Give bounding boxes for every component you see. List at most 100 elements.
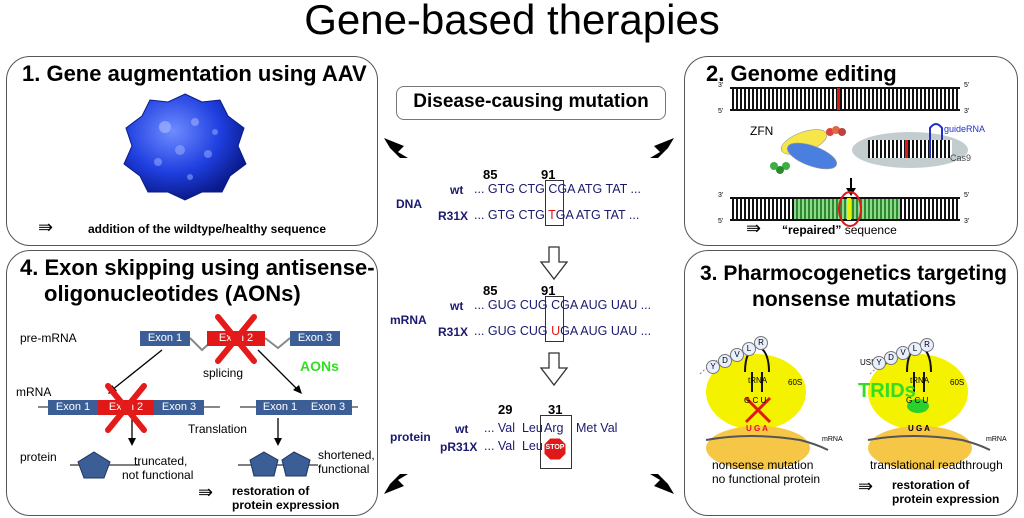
dna-pos91: 91: [541, 167, 556, 182]
panel3-title-line2: nonsense mutations: [752, 288, 957, 311]
dna-mut-label: R31X: [438, 209, 469, 223]
panel3-restore-line1: restoration of: [892, 478, 970, 492]
dna-mut-sequence: ... GTG CTG TGA ATG TAT ...: [474, 208, 639, 222]
protein-block-label: protein: [390, 430, 431, 444]
right-mrna-label: mRNA: [986, 436, 1007, 443]
mrna-mut-pre: ... GUG CUG: [474, 324, 552, 338]
shortened-protein-icon: [249, 451, 311, 477]
panel4-restore-line2: protein expression: [232, 498, 340, 512]
strand-bottom-left-5: 5': [718, 218, 724, 225]
pre-mrna-exon1: Exon 1: [140, 331, 190, 346]
aav-capsid-icon: [123, 93, 247, 201]
dna-mut-post: ATG TAT ...: [573, 208, 640, 222]
left-60s-label: 60S: [788, 378, 803, 387]
left-trna-label: tRNA: [748, 376, 768, 385]
cas9-label: Cas9: [950, 153, 972, 163]
mrna-right-exon3: Exon 3: [304, 400, 352, 415]
mrna-pos85: 85: [483, 283, 498, 298]
dna-wt-label: wt: [450, 183, 464, 197]
strand-top-right-5: 5': [964, 82, 970, 89]
panel2-arrow-icon: ⇛: [746, 218, 762, 238]
right-60s-label: 60S: [950, 378, 965, 387]
dna-mut-pre: ... GTG CTG: [474, 208, 549, 222]
truncated-text-line2: not functional: [122, 468, 194, 482]
protein-wt-codon: Arg: [544, 421, 564, 435]
dna-mut-codon-rest: GA: [555, 208, 574, 222]
pre-mrna-label: pre-mRNA: [20, 331, 77, 345]
protein-pos29: 29: [498, 402, 513, 417]
panel1-arrow-icon: ⇛: [38, 217, 54, 237]
aon-block-x-icon: [105, 383, 147, 433]
left-mrna-label: mRNA: [822, 436, 843, 443]
repaired-rest: sequence: [841, 223, 897, 237]
panel4-arrow-icon: ⇛: [198, 482, 214, 502]
repaired-caption: “repaired” sequence: [782, 223, 897, 237]
shortened-text-line2: functional: [318, 462, 370, 476]
aa-bead: V: [730, 348, 744, 362]
dna-wt-codon-base: C: [548, 182, 558, 196]
down-arrow-icon: [539, 246, 569, 281]
protein-wt-post: Met Val: [576, 421, 618, 435]
mrna-wt-sequence: ... GUG CUG CGA AUG UAU ...: [474, 298, 651, 312]
mrna-pos91: 91: [541, 283, 556, 298]
panel4-restore-line1: restoration of: [232, 484, 310, 498]
nonsense-caption-line2: no functional protein: [712, 472, 821, 486]
dna-wt-codon-rest: GA: [557, 182, 575, 196]
aa-bead: L: [742, 342, 756, 356]
aa-chain-left: Y D V L R: [706, 336, 786, 376]
truncated-protein-icon: [77, 451, 111, 479]
splicing-label: splicing: [203, 366, 244, 380]
aa-bead: R: [754, 336, 768, 350]
right-trna-label: tRNA: [910, 376, 930, 385]
translation-label: Translation: [188, 422, 247, 436]
left-anticodon: G C U: [744, 396, 767, 405]
strand-bottom-left-3: 3': [718, 192, 724, 199]
dna-wt-pre: ... GTG CTG: [474, 182, 549, 196]
strand-top-left-5: 5': [718, 108, 724, 115]
panel4-title-line1: 4. Exon skipping using antisense-: [20, 255, 375, 280]
mrna-left-exon1: Exon 1: [48, 400, 98, 415]
aa-bead: D: [718, 354, 732, 368]
panel-exon-skipping: [6, 250, 378, 516]
page-title: Gene-based therapies: [304, 0, 720, 43]
protein-label: protein: [20, 450, 57, 464]
pre-mrna-exon3: Exon 3: [290, 331, 340, 346]
mrna-mut-label: R31X: [438, 325, 469, 339]
mrna-wt-post: AUG UAU ...: [577, 298, 652, 312]
panel4-title-line2: oligonucleotides (AONs): [44, 281, 301, 306]
stop-sign-label: STOP: [545, 444, 565, 451]
protein-pos31: 31: [548, 402, 563, 417]
right-anticodon: G C U: [906, 396, 929, 405]
dna-wt-post: ATG TAT ...: [574, 182, 641, 196]
mrna-mut-codon-base: U: [551, 324, 561, 338]
mrna-mut-codon-rest: GA: [560, 324, 578, 338]
mrna-block-label: mRNA: [390, 313, 427, 327]
aa-bead: Y: [706, 360, 720, 374]
guiderna-label: guideRNA: [944, 124, 986, 134]
trids-label: TRIDs: [858, 380, 916, 402]
dna-codon-box: [545, 180, 564, 226]
strand-top-left-3: 3': [718, 82, 724, 89]
truncated-text-line1: truncated,: [134, 454, 188, 468]
mrna-wt-label: wt: [450, 299, 464, 313]
panel1-note: addition of the wildtype/healthy sequenc…: [88, 222, 327, 236]
aon-block-x-icon: [215, 314, 257, 364]
panel3-arrow-icon: ⇛: [858, 476, 874, 496]
left-codon: U G A: [746, 424, 768, 433]
protein-mut-label: pR31X: [440, 440, 478, 454]
mrna-mut-sequence: ... GUG CUG UGA AUG UAU ...: [474, 324, 651, 338]
mrna-wt-pre: ... GUG CUG: [474, 298, 552, 312]
aa-bead: D: [884, 351, 898, 365]
dna-pos85: 85: [483, 167, 498, 182]
strand-top-right-3: 3': [964, 108, 970, 115]
mutation-heading: Disease-causing mutation: [413, 91, 649, 112]
protein-wt-label: wt: [455, 422, 469, 436]
protein-codon-box: [540, 415, 572, 469]
mrna-wt-codon-rest: GA: [560, 298, 578, 312]
strand-bottom-right-3: 3': [964, 218, 970, 225]
mutation-heading-box: [396, 86, 666, 120]
mrna-mut-post: AUG UAU ...: [577, 324, 652, 338]
dna-label: DNA: [396, 197, 422, 211]
